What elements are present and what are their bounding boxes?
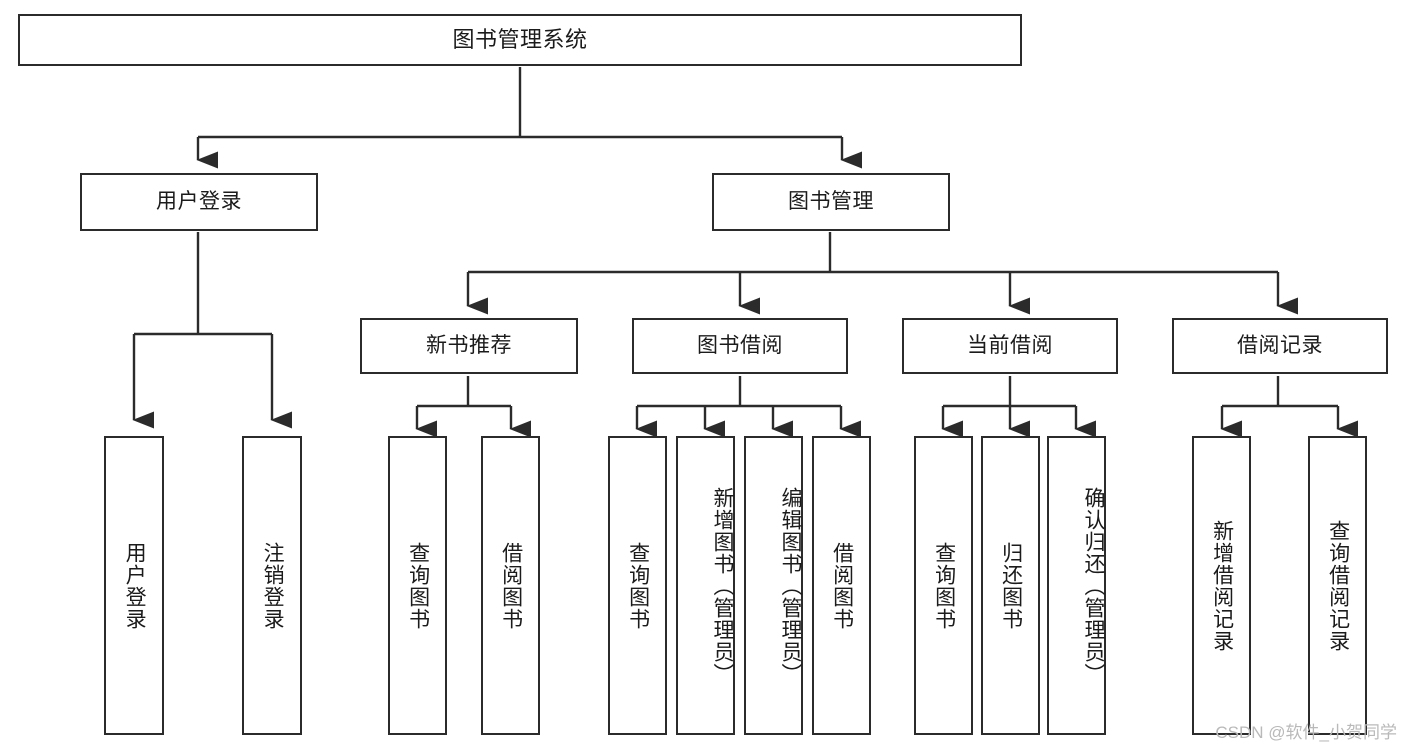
node-borrow-record[interactable]: 借阅记录 [1172,318,1388,374]
leaf-query-book-borrow[interactable]: 查询图书 [608,436,667,735]
node-book-borrow[interactable]: 图书借阅 [632,318,848,374]
leaf-edit-book-admin[interactable]: 编辑图书（管理员） [744,436,803,735]
leaf-logout-login[interactable]: 注销登录 [242,436,302,735]
leaf-return-book[interactable]: 归还图书 [981,436,1040,735]
leaf-user-login[interactable]: 用户登录 [104,436,164,735]
leaf-add-book-admin[interactable]: 新增图书（管理员） [676,436,735,735]
node-new-book-recommend[interactable]: 新书推荐 [360,318,578,374]
leaf-borrow-book[interactable]: 借阅图书 [812,436,871,735]
node-user-login[interactable]: 用户登录 [80,173,318,231]
leaf-add-borrow-record[interactable]: 新增借阅记录 [1192,436,1251,735]
node-current-borrow[interactable]: 当前借阅 [902,318,1118,374]
node-root-book-management-system[interactable]: 图书管理系统 [18,14,1022,66]
leaf-query-book-recommend[interactable]: 查询图书 [388,436,447,735]
leaf-query-borrow-record[interactable]: 查询借阅记录 [1308,436,1367,735]
node-book-management[interactable]: 图书管理 [712,173,950,231]
csdn-watermark: CSDN @软件_小贺同学 [1215,723,1397,742]
leaf-confirm-return-admin[interactable]: 确认归还（管理员） [1047,436,1106,735]
leaf-query-book-current[interactable]: 查询图书 [914,436,973,735]
leaf-borrow-book-recommend[interactable]: 借阅图书 [481,436,540,735]
